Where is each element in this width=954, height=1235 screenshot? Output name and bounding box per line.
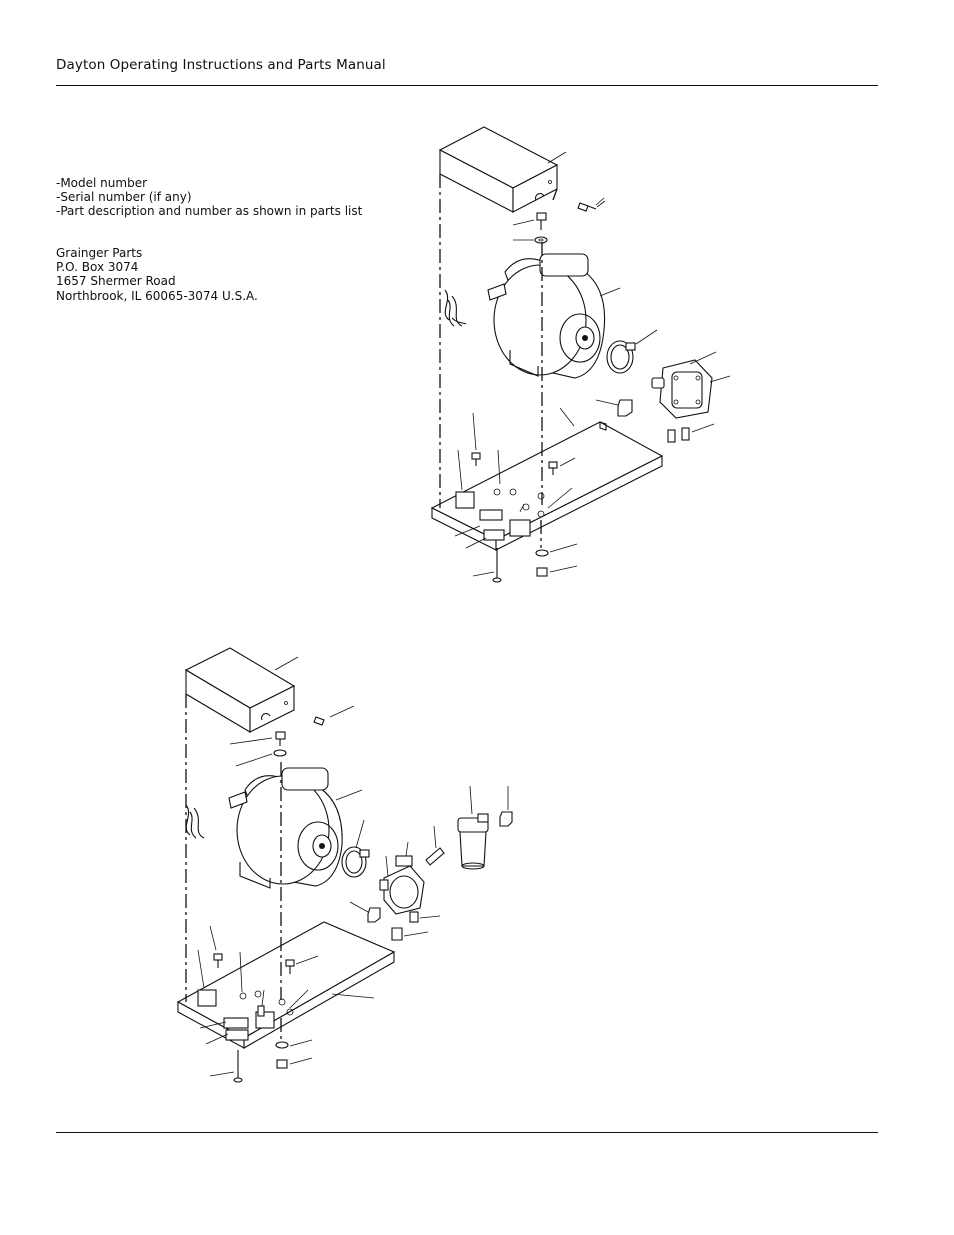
screw-part [313, 705, 355, 726]
filter-part [457, 813, 489, 870]
address-line: 1657 Shermer Road [56, 274, 176, 289]
header-rule [56, 85, 878, 86]
base-plate-part [176, 921, 396, 1049]
mailing-address: Grainger Parts P.O. Box 3074 1657 Sherme… [56, 246, 258, 303]
nipple-part [425, 847, 445, 866]
footer-rule [56, 1132, 878, 1133]
elbow-part [499, 811, 513, 827]
bolt-washer-part [534, 212, 548, 244]
elbow-part [617, 399, 633, 417]
page-header-title: Dayton Operating Instructions and Parts … [56, 57, 386, 73]
motor-part [185, 767, 343, 889]
motor-part [444, 253, 606, 379]
elbow-part [367, 907, 403, 941]
address-line: P.O. Box 3074 [56, 260, 139, 275]
base-plate-part [430, 421, 664, 551]
clamp-part [341, 846, 370, 878]
cover-part [438, 126, 559, 213]
upper-callout-leaders [454, 151, 731, 577]
pump-part [651, 359, 713, 419]
clamp-part [606, 340, 636, 374]
pump-part [379, 855, 425, 915]
screw-part [577, 200, 606, 212]
order-info-line: -Serial number (if any) [56, 190, 192, 205]
base-screws-part [471, 452, 558, 583]
terminal-block-part [455, 491, 531, 541]
fittings-part [667, 427, 690, 443]
order-info-line: -Model number [56, 176, 148, 190]
address-line: Grainger Parts [56, 246, 143, 260]
bolt-washer-part [273, 731, 287, 757]
cover-part [184, 647, 296, 733]
exploded-view-lower [176, 647, 513, 1083]
order-info-line: -Part description and number as shown in… [56, 204, 363, 219]
fittings-part [409, 911, 419, 923]
address-line: Northbrook, IL 60065-3074 U.S.A. [56, 288, 258, 303]
order-info-list: -Model number -Serial number (if any) -P… [56, 176, 362, 219]
exploded-view-upper [430, 126, 731, 583]
lower-callout-leaders [197, 656, 509, 1077]
base-screws-part [213, 953, 295, 1083]
